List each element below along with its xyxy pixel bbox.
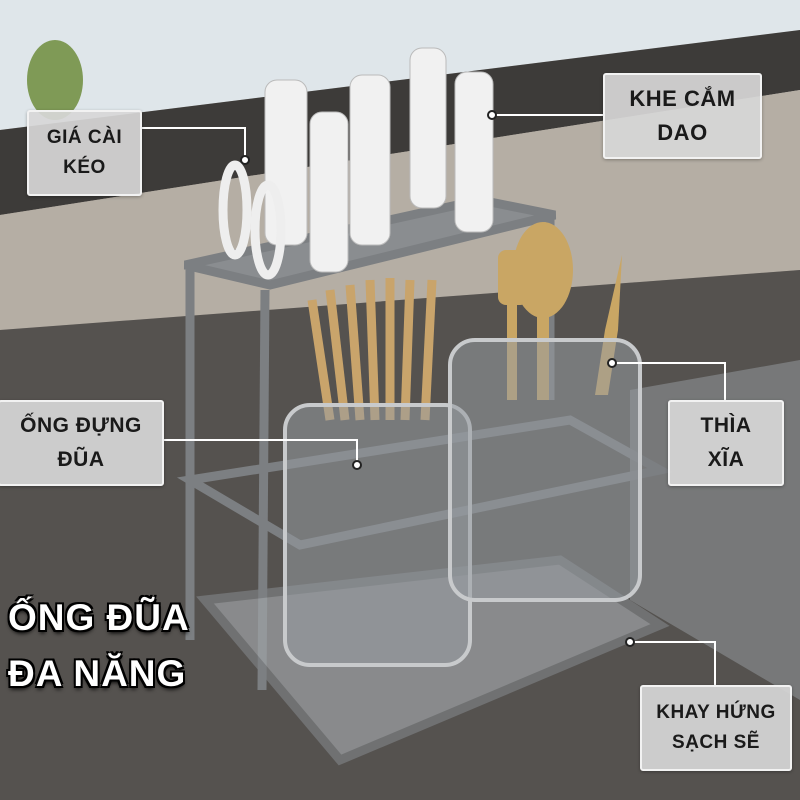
label-line: DAO [657, 120, 708, 145]
headline: ỐNG ĐŨA ĐA NĂNG [8, 590, 190, 702]
headline-line: ĐA NĂNG [8, 653, 187, 694]
label-knife-slot: KHE CẮM DAO [603, 73, 762, 159]
window-frame [0, 30, 800, 215]
window [0, 0, 800, 130]
scissors [218, 160, 286, 280]
label-line: ỐNG ĐỰNG [20, 414, 142, 437]
label-scissor-holder: GIÁ CÀI KÉO [27, 110, 142, 196]
label-line: KHE CẮM [629, 86, 736, 111]
label-line: SẠCH SẼ [672, 732, 760, 753]
label-line: KHAY HỨNG [656, 702, 776, 723]
chopsticks [307, 278, 437, 421]
label-drip-tray: KHAY HỨNG SẠCH SẼ [640, 685, 792, 771]
label-spoon-fork: THÌA XĨA [668, 400, 784, 486]
label-line: THÌA [700, 414, 752, 437]
cups [283, 338, 642, 667]
label-line: GIÁ CÀI [46, 127, 123, 148]
label-chopstick-cup: ỐNG ĐỰNG ĐŨA [0, 400, 164, 486]
label-line: XĨA [707, 448, 745, 471]
tree [27, 40, 83, 120]
label-line: KÉO [63, 157, 106, 178]
label-line: ĐŨA [57, 448, 105, 471]
headline-line: ỐNG ĐŨA [8, 597, 190, 638]
